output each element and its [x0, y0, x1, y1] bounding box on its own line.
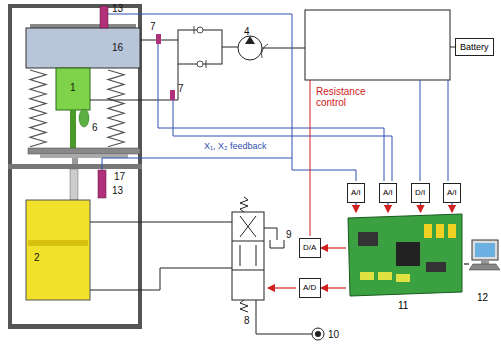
connector	[355, 203, 356, 212]
callout-number: 7	[150, 21, 156, 32]
converter-box: D/I	[411, 183, 430, 203]
callout-number: 4	[244, 26, 250, 37]
callout-number: 13	[112, 3, 123, 14]
callout-number: 7	[178, 83, 184, 94]
control-label: Resistance control	[316, 86, 380, 108]
connector	[451, 203, 452, 212]
connector	[464, 263, 469, 264]
computer-symbol	[469, 238, 500, 290]
callout-number: 16	[112, 42, 123, 53]
callout-number: 1	[70, 82, 76, 93]
callout-number: 9	[286, 229, 292, 240]
converter-box: A/D	[299, 278, 321, 298]
connector	[420, 203, 421, 212]
callout-number: 10	[328, 329, 339, 340]
connector	[321, 287, 346, 288]
connector	[321, 247, 346, 248]
connector	[387, 203, 388, 212]
computer-icon: 12	[469, 238, 500, 290]
circuit-board	[346, 212, 464, 298]
daq-card: 11	[346, 212, 464, 298]
callout-number: 8	[244, 315, 250, 326]
callout-number: 2	[34, 252, 40, 263]
callout-number: 6	[92, 122, 98, 133]
battery-box: Battery	[455, 38, 494, 56]
converter-box: A/I	[443, 183, 461, 203]
callout-number: 17	[114, 171, 125, 182]
converter-box: A/I	[347, 183, 365, 203]
converter-box: D/A	[299, 238, 321, 258]
signal-label: X₁, X₂ feedback	[204, 141, 267, 152]
callout-number: 13	[112, 185, 123, 196]
converter-box: A/I	[379, 183, 397, 203]
